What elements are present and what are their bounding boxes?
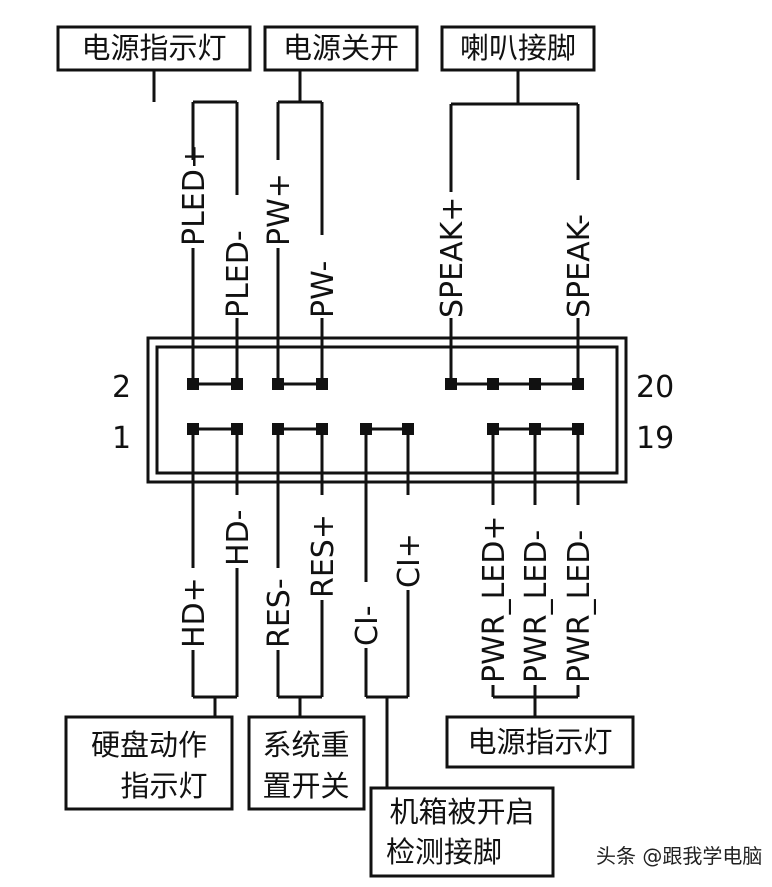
chassis-intrusion-label-line1: 机箱被开启 bbox=[389, 795, 534, 829]
pin-4 bbox=[231, 378, 243, 390]
pin-label-ci-plus: CI+ bbox=[392, 533, 427, 588]
reset-label-line2: 置开关 bbox=[262, 769, 349, 803]
chassis-intrusion-box bbox=[369, 786, 555, 878]
pin-16 bbox=[487, 378, 499, 390]
pin-label-pwr-led-plus: PWR_LED+ bbox=[477, 515, 512, 683]
chassis-intrusion-label-line2: 检测接脚 bbox=[386, 835, 502, 869]
pin-number-top-right: 20 bbox=[636, 370, 674, 405]
bottom-wires bbox=[191, 429, 580, 788]
pin-label-pled-minus: PLED- bbox=[221, 230, 256, 318]
power-led-bottom-label: 电源指示灯 bbox=[467, 725, 612, 759]
header-connector bbox=[146, 336, 628, 484]
power-led-top-label: 电源指示灯 bbox=[81, 31, 226, 65]
pin-label-res-plus: RES+ bbox=[306, 514, 341, 598]
pin-label-ci-minus: CI- bbox=[350, 605, 385, 646]
power-led-bottom-box bbox=[445, 715, 635, 769]
pin-row-even bbox=[187, 378, 584, 390]
power-switch-label: 电源关开 bbox=[283, 31, 399, 65]
watermark-text: 头条 @跟我学电脑 bbox=[596, 844, 762, 868]
hdd-led-label-line2: 指示灯 bbox=[120, 769, 207, 803]
pin-label-pwr-led-minus-1: PWR_LED- bbox=[519, 530, 554, 683]
speaker-label: 喇叭接脚 bbox=[460, 31, 576, 65]
power-switch-box bbox=[263, 25, 419, 72]
top-wires bbox=[152, 70, 580, 384]
pin-label-pw-plus: PW+ bbox=[262, 173, 297, 246]
reset-box bbox=[247, 715, 366, 811]
pin-6 bbox=[272, 378, 284, 390]
pin-label-pw-minus: PW- bbox=[306, 261, 341, 318]
hdd-led-box bbox=[64, 715, 234, 811]
pin-label-res-minus: RES- bbox=[262, 578, 297, 648]
pin-label-speak-plus: SPEAK+ bbox=[435, 197, 470, 318]
pin-label-pwr-led-minus-2: PWR_LED- bbox=[562, 530, 597, 683]
pin-number-top-left: 2 bbox=[112, 370, 131, 405]
pin-14 bbox=[445, 378, 457, 390]
hdd-led-label-line1: 硬盘动作 bbox=[91, 728, 207, 762]
pin-connections bbox=[193, 382, 578, 431]
reset-label-line1: 系统重 bbox=[262, 728, 349, 762]
pin-2 bbox=[187, 378, 199, 390]
pin-label-hd-plus: HD+ bbox=[177, 577, 212, 648]
pin-8 bbox=[316, 378, 328, 390]
pin-label-pled-plus: PLED+ bbox=[177, 144, 212, 246]
pin-number-bottom-left: 1 bbox=[112, 421, 131, 456]
pin-20 bbox=[572, 378, 584, 390]
pin-label-hd-minus: HD- bbox=[221, 510, 256, 566]
pin-label-speak-minus: SPEAK- bbox=[562, 214, 597, 318]
pin-18 bbox=[529, 378, 541, 390]
pin-number-bottom-right: 19 bbox=[636, 421, 674, 456]
